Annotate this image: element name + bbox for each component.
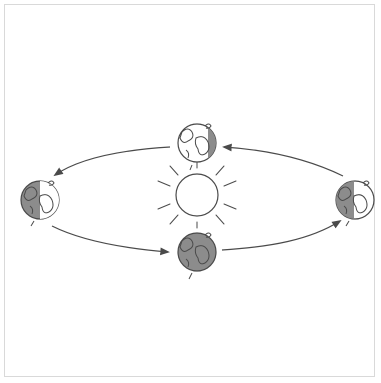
- earth-top: [178, 120, 228, 170]
- orbit-arrow-right-to-top: [224, 147, 343, 176]
- earth-right: [332, 178, 374, 226]
- orbit-arrow-top-to-left: [55, 147, 170, 175]
- earth-bottom: [178, 233, 216, 279]
- sun-icon: [158, 162, 236, 228]
- orbit-arrow-bottom-to-right: [222, 221, 340, 250]
- orbit-arrow-left-to-bottom: [52, 226, 168, 252]
- earth-left: [21, 178, 62, 226]
